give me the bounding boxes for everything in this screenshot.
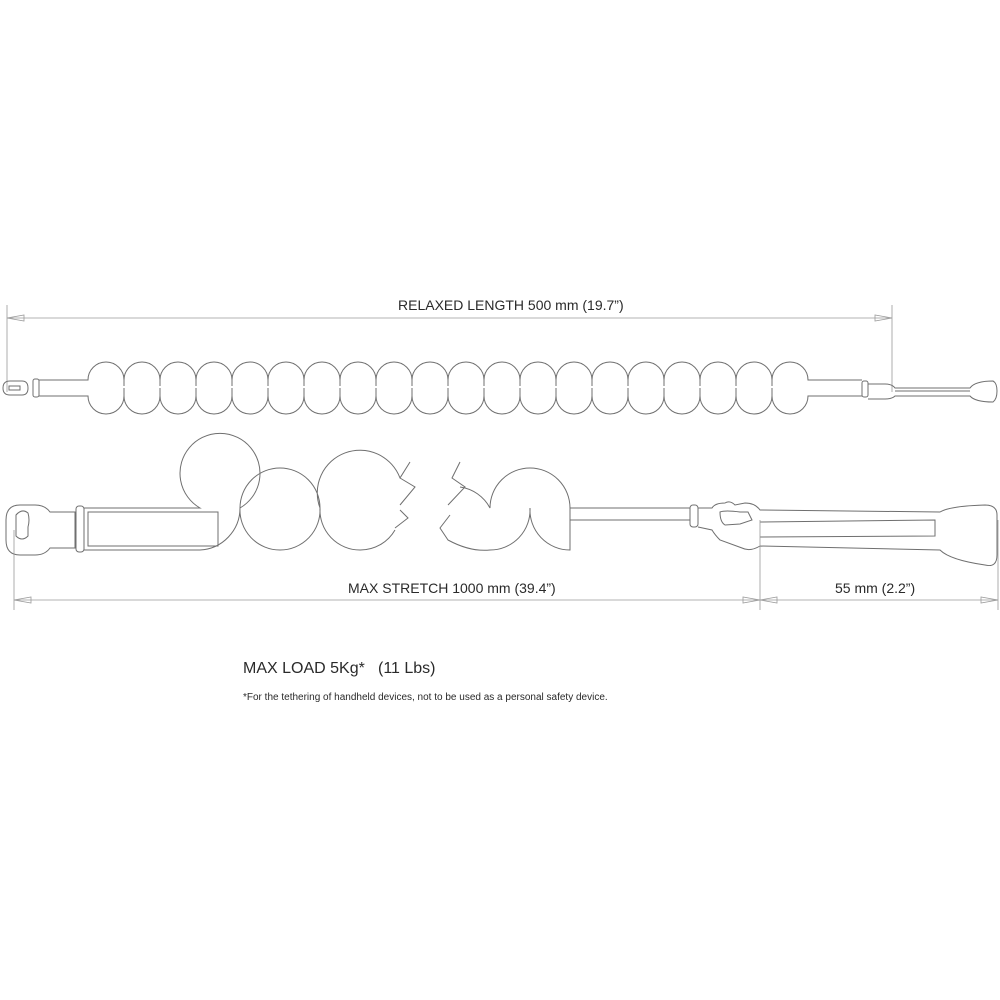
relaxed-length-dimension [6, 305, 893, 392]
end-length-label: 55 mm (2.2”) [835, 580, 916, 596]
max-stretch-label: MAX STRETCH 1000 mm (39.4”) [348, 580, 556, 596]
safety-footnote: *For the tethering of handheld devices, … [243, 692, 608, 703]
relaxed-coil-tether [2, 361, 998, 415]
max-load-lbs-label: (11 Lbs) [378, 660, 436, 677]
max-stretch-dimension [13, 520, 999, 610]
stretched-coil-detail [5, 432, 998, 566]
relaxed-length-label: RELAXED LENGTH 500 mm (19.7”) [398, 297, 624, 313]
max-load-label: MAX LOAD 5Kg* [243, 660, 365, 677]
